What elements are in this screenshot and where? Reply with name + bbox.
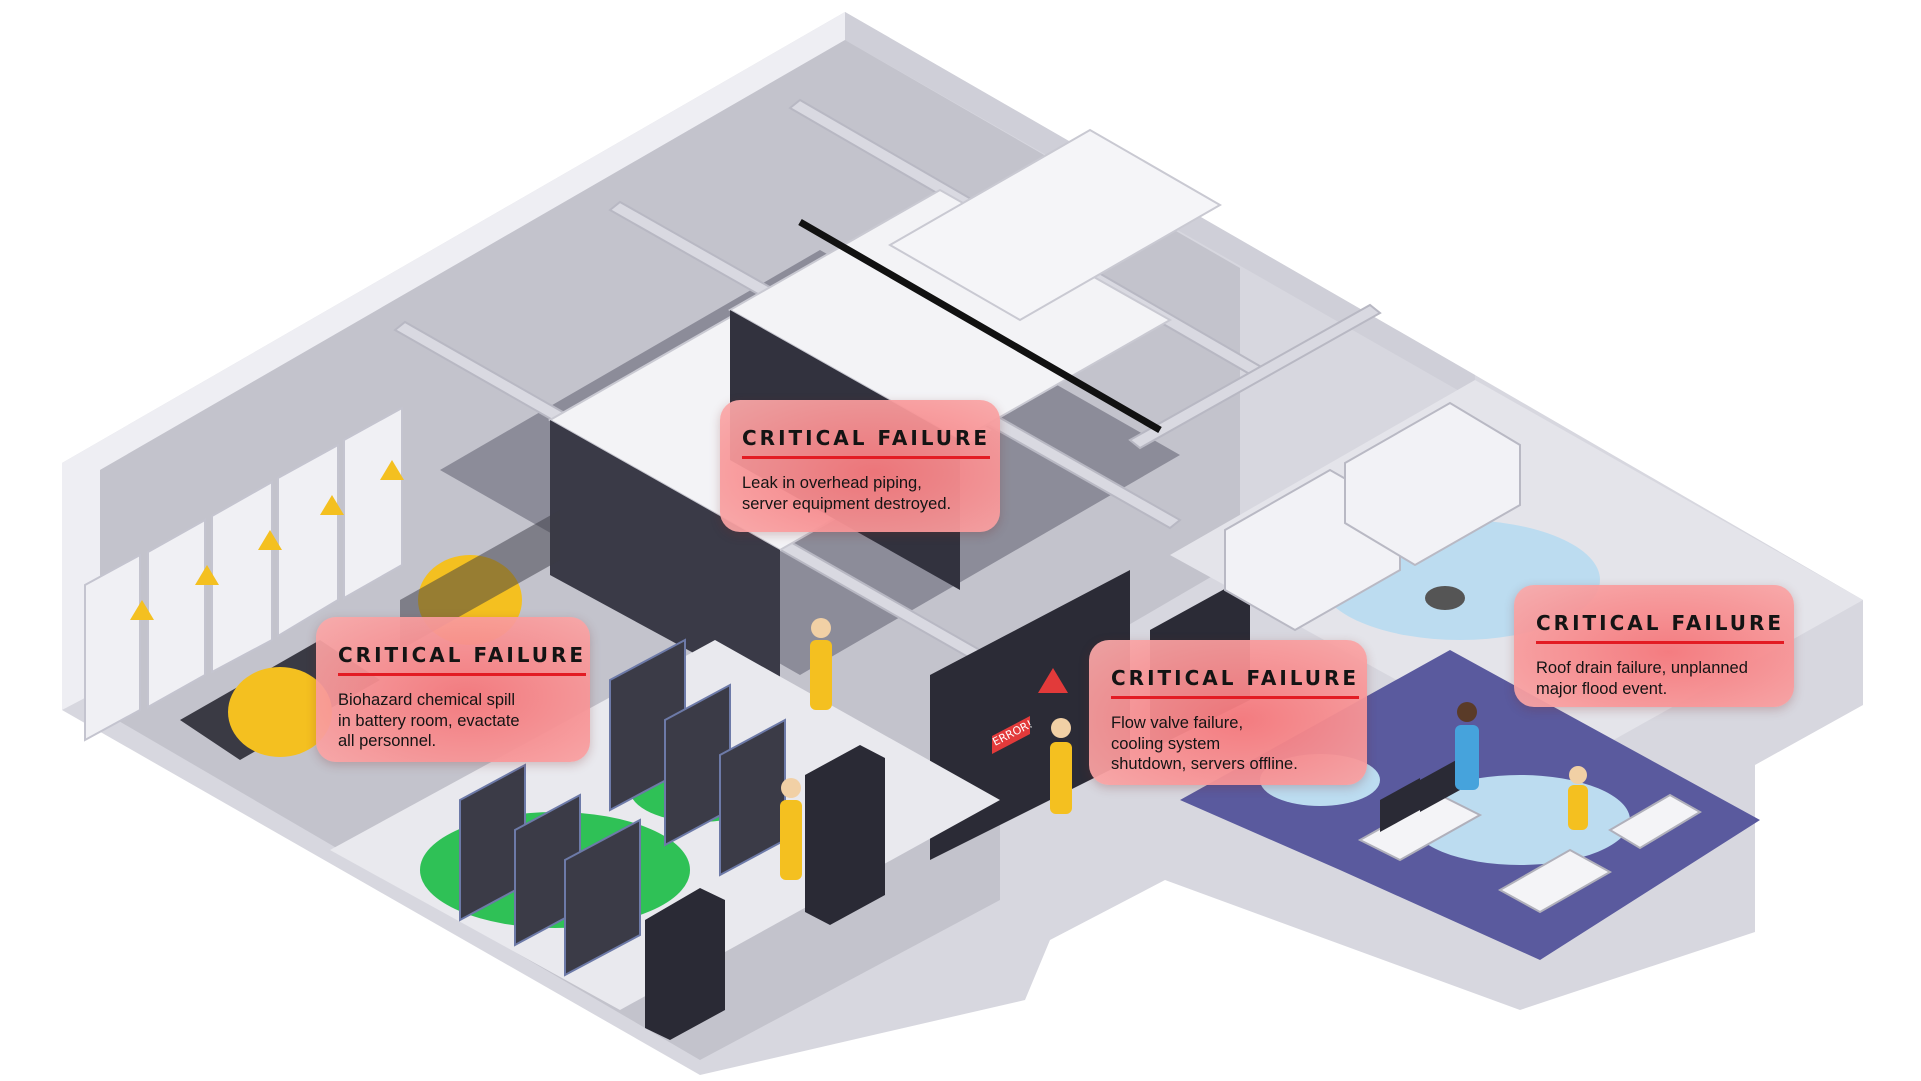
electric-hazard-icon (130, 600, 154, 620)
electric-hazard-icon (320, 495, 344, 515)
callout-roof-drain-flood: CRITICAL FAILURE Roof drain failure, unp… (1514, 585, 1794, 707)
electric-hazard-icon (380, 460, 404, 480)
callout-text: Flow valve failure, cooling system shutd… (1111, 714, 1298, 774)
battery-room (330, 638, 1000, 1040)
callout-text: Leak in overhead piping, server equipmen… (742, 474, 952, 513)
callout-title: CRITICAL FAILURE (338, 643, 587, 676)
workers (780, 618, 1588, 880)
electric-hazard-icon (258, 530, 282, 550)
callout-text: Biohazard chemical spill in battery room… (338, 691, 520, 751)
callout-title: CRITICAL FAILURE (1111, 666, 1360, 699)
roof-drain-icon (1425, 586, 1465, 610)
electric-hazard-icon (195, 565, 219, 585)
callout-flow-valve: CRITICAL FAILURE Flow valve failure, coo… (1089, 640, 1367, 785)
callout-chemical-spill: CRITICAL FAILURE Biohazard chemical spil… (316, 617, 590, 762)
callout-text: Roof drain failure, unplanned major floo… (1536, 659, 1748, 698)
electrical-cabinets (84, 406, 404, 742)
callout-overhead-leak: CRITICAL FAILURE Leak in overhead piping… (720, 400, 1000, 532)
warning-icon (1038, 668, 1068, 693)
callout-title: CRITICAL FAILURE (742, 426, 991, 459)
callout-title: CRITICAL FAILURE (1536, 611, 1785, 644)
